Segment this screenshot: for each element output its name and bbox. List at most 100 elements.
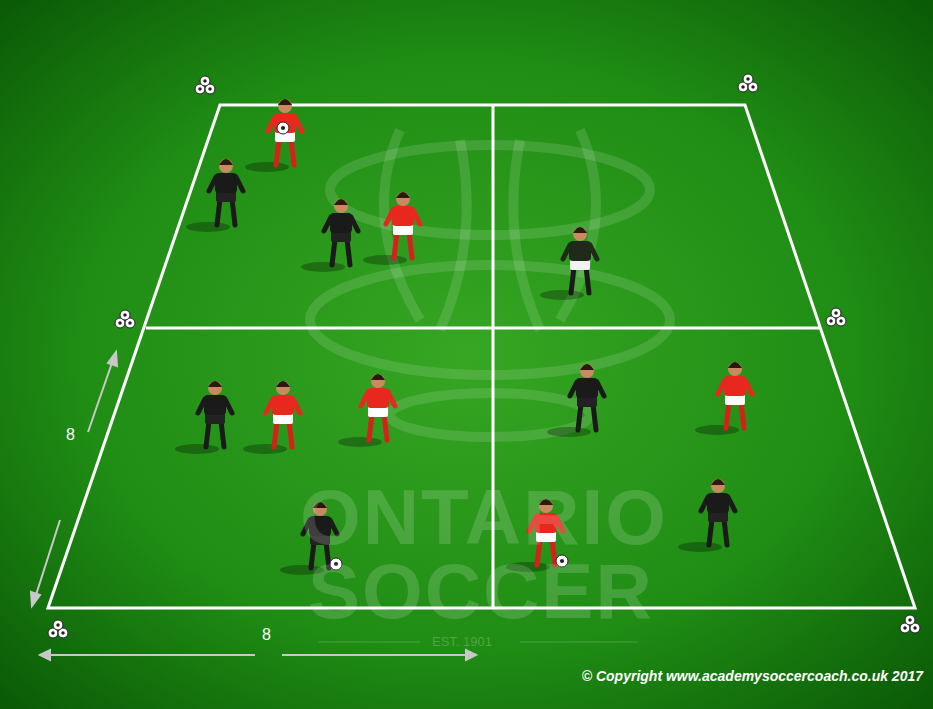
player-hair [711,479,725,485]
player-arm [728,497,735,511]
pitch-lines [48,105,915,608]
player-hair [219,159,233,165]
ball-patch [198,87,202,91]
player-leg [709,519,712,545]
black-player [175,381,232,454]
player-hair [276,381,290,387]
player-shadow [363,255,407,265]
player-hair [334,199,348,205]
player-arm [236,177,243,191]
player-leg [221,421,224,447]
player-head [396,192,410,206]
player-arm [413,210,420,224]
player-leg [232,199,235,225]
player-arm [351,217,358,231]
player-shirt [392,206,414,226]
player-arm [209,177,216,191]
player-shirt [272,395,294,415]
player-head [334,199,348,213]
player-arm [590,245,597,259]
player-arm [597,382,604,396]
red-player [245,99,302,172]
ball-patch [51,631,55,635]
player-shadow [338,437,382,447]
player-head [711,479,725,493]
player-shadow [245,162,289,172]
player-hair [371,374,385,380]
ball-patch [208,87,212,91]
player-arm [570,382,577,396]
watermark-text: SOCCER [308,552,654,630]
player-arm [266,399,273,413]
player-arm [293,399,300,413]
ball-patch [56,623,60,627]
ball-patch [908,618,912,622]
ball-patch [203,79,207,83]
red-player [338,374,395,447]
logo-watermark [310,130,670,437]
player-arm [324,217,331,231]
player-arm [225,399,232,413]
player-head [728,362,742,376]
ball-piles [48,74,920,638]
player-leg [347,239,350,265]
ball-patch [118,321,122,325]
ball-patch [281,126,285,130]
ball-patch [751,85,755,89]
dimension-label: 8 [66,426,75,444]
player-head [573,227,587,241]
ball-patch [61,631,65,635]
player-shirt [724,376,746,396]
player-leg [332,239,335,265]
player-leg [724,519,727,545]
player-leg [578,404,581,430]
watermark-text: ONTARIO [300,478,668,556]
player-shadow [540,290,584,300]
ball [200,76,210,86]
ball-patch [834,311,838,315]
black-player [186,159,243,232]
player-leg [394,232,397,258]
player-arm [361,392,368,406]
player-shadow [175,444,219,454]
player-hair [580,364,594,370]
player-head [580,364,594,378]
player-head [278,99,292,113]
black-player [547,364,604,437]
ball-patch [839,319,843,323]
player-hair [278,99,292,105]
player-leg [206,421,209,447]
player-head [219,159,233,173]
player-shirt [274,113,296,133]
player-head [276,381,290,395]
ball-patch [829,319,833,323]
player-hair [573,227,587,233]
player-shadow [301,262,345,272]
players [175,99,752,575]
player-shirt [367,388,389,408]
player-shadow [243,444,287,454]
player-hair [396,192,410,198]
player-leg [291,139,294,165]
player-shirt [569,241,591,261]
black-player [678,479,735,552]
player-hair [208,381,222,387]
player-leg [586,267,589,293]
player-arm [718,380,725,394]
player-arm [388,392,395,406]
player-shirt [330,213,352,233]
dimension-label: 8 [262,626,271,644]
ball [120,310,130,320]
player-leg [384,414,387,440]
player-leg [217,199,220,225]
ball [53,620,63,630]
player-shadow [547,427,591,437]
player-head [208,381,222,395]
player-shirt [576,378,598,398]
player-shirt [204,395,226,415]
player-leg [726,402,729,428]
player-arm [295,117,302,131]
player-arm [386,210,393,224]
